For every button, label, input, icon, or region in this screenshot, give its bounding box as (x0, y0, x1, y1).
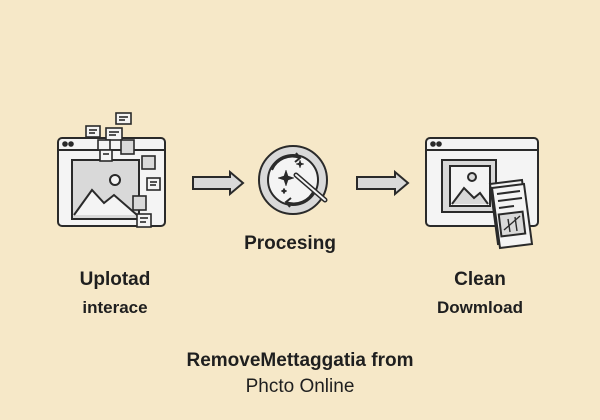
step-clean-label: Clean Dowmload (405, 266, 555, 322)
metadata-chips (85, 112, 161, 228)
title-line2: Phcto Online (245, 376, 355, 397)
title-line1: RemoveMettaggatia from (186, 350, 414, 371)
step-upload-line2: interace (82, 298, 148, 317)
step-processing-label: Procesing (244, 233, 336, 254)
arrow-right-icon (356, 169, 410, 197)
step-clean-line1: Clean (454, 269, 506, 290)
step-upload-line1: Uplotad (79, 269, 151, 290)
step-clean-line2: Dowmload (437, 298, 523, 317)
magic-wand-cycle-icon (258, 145, 328, 215)
browser-document-icon (425, 137, 539, 250)
arrow-right-icon (192, 169, 245, 197)
step-upload-label: Uplotad interace (40, 266, 190, 322)
diagram-title: RemoveMettaggatia from Phcto Online (100, 348, 500, 400)
